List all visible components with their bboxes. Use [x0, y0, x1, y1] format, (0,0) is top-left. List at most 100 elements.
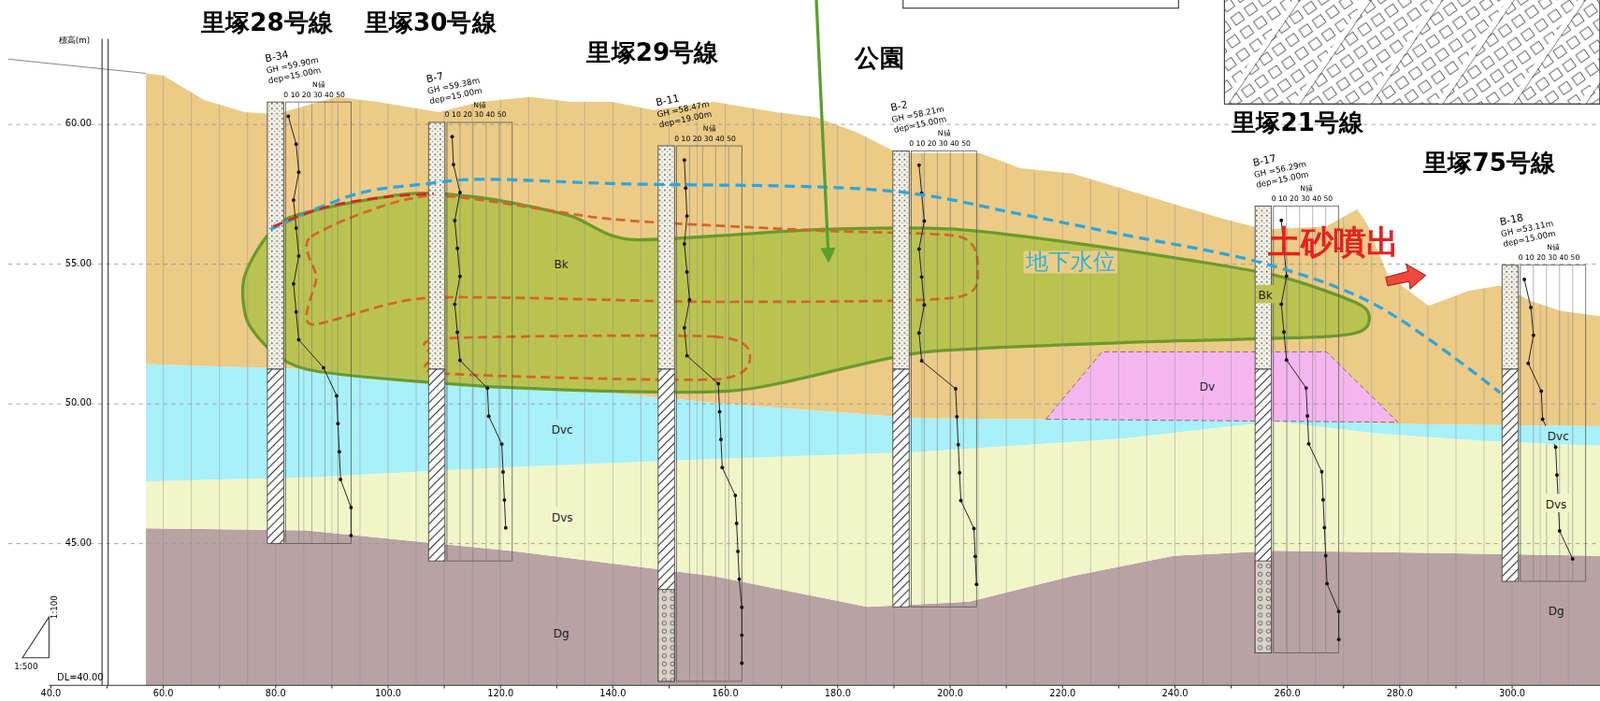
street-name: 里塚29号線	[586, 41, 719, 66]
vertical-gridline	[1090, 60, 1092, 686]
vertical-gridline	[1146, 60, 1148, 686]
n-value-gridline	[1545, 265, 1547, 582]
map-frame	[1224, 0, 1600, 104]
n-value-point	[297, 170, 302, 174]
soil-layer-label: Dg	[551, 623, 572, 642]
vertical-gridline	[1314, 60, 1316, 686]
map-street	[1296, 0, 1368, 104]
n-value-point	[321, 366, 326, 371]
bk-layer	[145, 73, 1600, 428]
n-value-point	[716, 382, 721, 387]
n-value-scale: 0 10 20 30 40 50	[283, 91, 346, 100]
layer-code: Dvc	[1547, 430, 1570, 444]
n-value-title: N値	[937, 130, 951, 139]
n-value-gridline	[1532, 265, 1534, 582]
map-street	[1581, 0, 1600, 104]
borehole-log	[1254, 205, 1341, 653]
n-value-plot	[684, 159, 742, 664]
n-value-point	[452, 302, 457, 307]
distance-tick-label: 60.0	[153, 690, 174, 700]
borehole-name: B-7	[425, 71, 445, 85]
distance-tick-label: 140.0	[599, 690, 626, 700]
n-value-point	[1539, 389, 1543, 394]
distance-tick-label: 180.0	[824, 690, 851, 700]
n-value-point	[739, 662, 744, 666]
axis-tick	[1342, 685, 1344, 689]
layer-code: Dvc	[551, 423, 574, 437]
n-value-point	[1322, 526, 1327, 531]
event-note: 土砂噴出	[1268, 225, 1399, 259]
n-value-point	[1557, 529, 1562, 534]
vertical-gridline	[1370, 60, 1372, 686]
n-value-gridline	[472, 122, 474, 562]
n-value-point	[917, 331, 922, 335]
n-value-gridline	[459, 122, 461, 562]
n-value-point	[973, 554, 978, 559]
n-value-point	[953, 387, 958, 391]
scale-label: 1:500	[14, 663, 38, 672]
n-value-point	[957, 471, 962, 476]
distance-tick-label: 280.0	[1386, 690, 1413, 700]
pointer-arrow	[816, 0, 829, 260]
n-value-gridline	[337, 101, 339, 544]
vertical-gridline	[1062, 60, 1064, 686]
loosened-zone	[243, 193, 1370, 393]
n-value-chart	[676, 145, 742, 682]
borehole-column	[428, 369, 445, 562]
borehole-gravel	[1254, 561, 1271, 653]
vertical-gridline	[1230, 60, 1232, 686]
axis-tick	[50, 685, 52, 689]
axis-tick	[500, 685, 502, 689]
n-value-chart	[1273, 205, 1340, 653]
map-street-edge	[1299, 0, 1371, 104]
borehole-column	[1501, 369, 1518, 582]
vertical-gridline	[388, 60, 390, 686]
datum-label: DL=40.00	[57, 673, 103, 683]
n-value-plot	[919, 165, 977, 585]
n-value-point	[685, 270, 690, 274]
n-value-point	[733, 493, 737, 498]
dv-layer	[1045, 351, 1398, 422]
n-value-point	[920, 359, 924, 363]
borehole-log	[893, 150, 979, 607]
soil-layer-label: Dvc	[1545, 425, 1572, 444]
map-street	[1510, 0, 1582, 104]
layer-code: Dg	[553, 627, 570, 641]
distance-tick-label: 260.0	[1274, 690, 1301, 700]
soil-layer-label: Dg	[1545, 601, 1566, 620]
n-value-point	[687, 298, 692, 303]
n-value-point	[1324, 554, 1328, 559]
n-value-point	[737, 577, 742, 582]
axis-tick	[444, 685, 446, 689]
vertical-gridline	[500, 60, 502, 686]
n-value-point	[1531, 333, 1536, 338]
n-value-point	[1555, 473, 1559, 477]
distance-tick-label: 200.0	[936, 690, 964, 700]
axis-tick	[274, 685, 276, 689]
n-value-point	[718, 409, 722, 414]
n-value-gridline	[689, 145, 691, 682]
layer-code: Dvs	[1545, 498, 1568, 512]
map-street	[1224, 0, 1296, 104]
n-value-chart	[286, 101, 352, 544]
n-value-point	[1282, 330, 1286, 334]
scale-triangle	[22, 617, 49, 659]
n-value-point	[719, 437, 723, 442]
borehole-column	[1501, 265, 1518, 370]
soil-layer-label: Dvs	[549, 507, 576, 526]
n-value-point	[922, 219, 926, 224]
n-value-point	[337, 449, 342, 454]
borehole-column	[267, 369, 284, 545]
n-value-point	[335, 421, 340, 426]
axis-tick	[724, 685, 726, 689]
vertical-gridline	[752, 60, 754, 686]
n-value-point	[451, 162, 456, 167]
n-value-point	[682, 326, 687, 331]
map-street-edge	[1513, 0, 1586, 104]
n-value-point	[682, 242, 687, 246]
n-value-point	[338, 477, 343, 482]
n-value-point	[1522, 277, 1527, 282]
axis-tick	[331, 685, 332, 689]
borehole-name: B-2	[889, 100, 909, 114]
n-value-chart	[1520, 265, 1586, 582]
